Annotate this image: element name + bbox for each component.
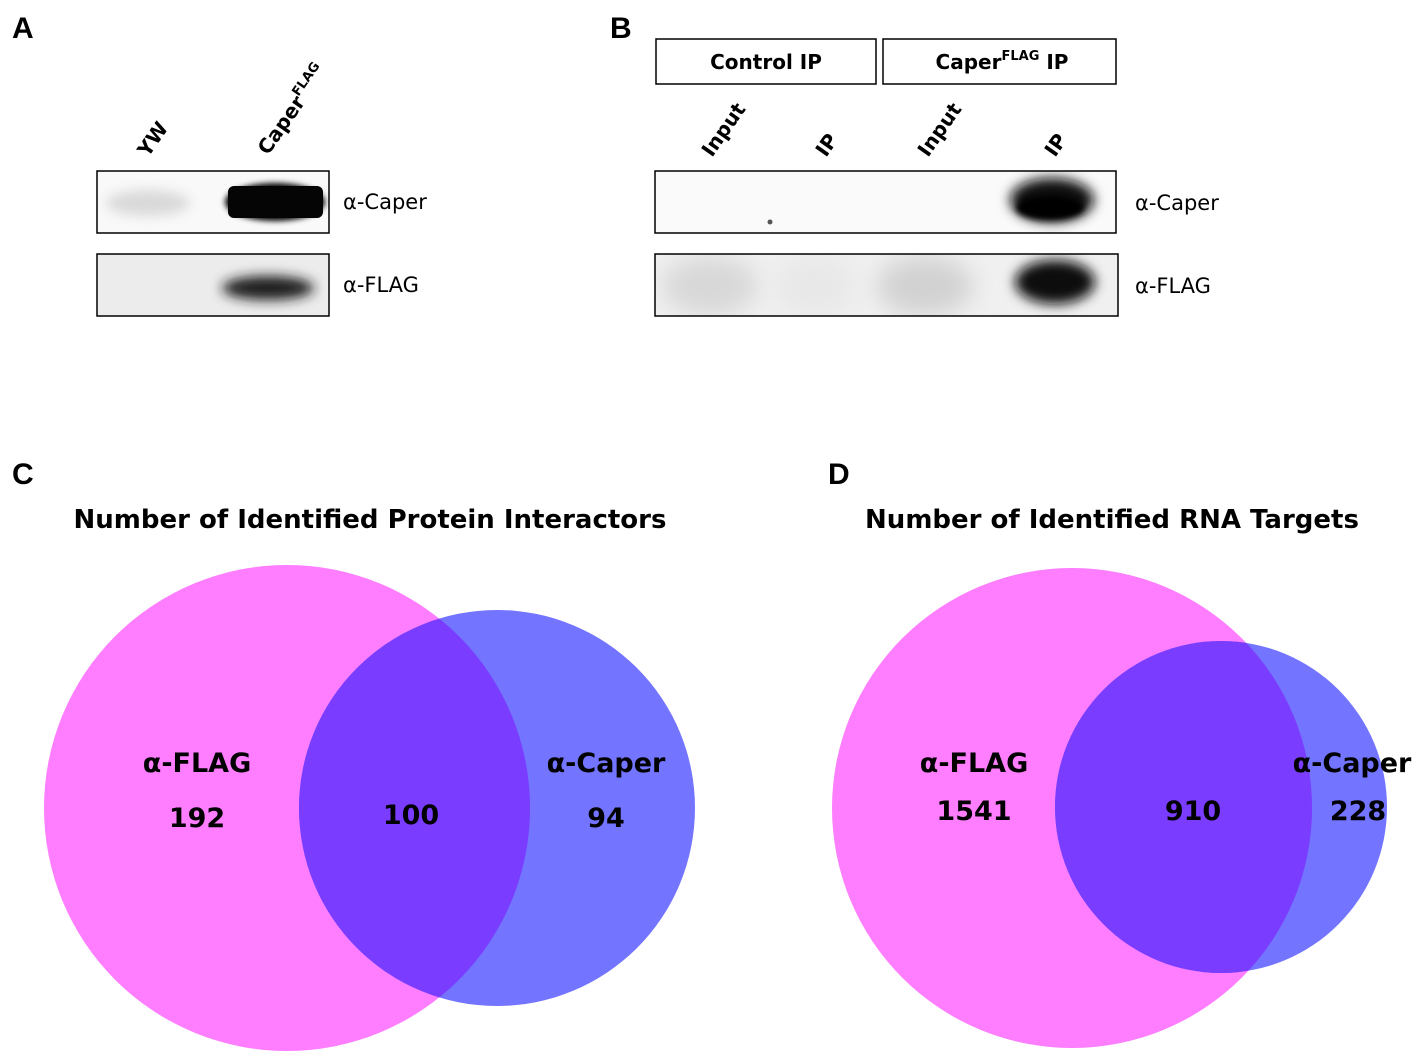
panel-d-left-label: α-FLAG: [920, 748, 1028, 779]
panel-a-lane-yw-text: YW: [132, 117, 173, 162]
panel-b-lane-1: Input: [696, 98, 750, 161]
panel-c-overlap: [299, 610, 530, 1006]
panel-b-lane-2: IP: [810, 129, 842, 161]
panel-d-right-value: 228: [1330, 796, 1386, 827]
panel-c-venn: [44, 565, 695, 1051]
panel-c-right-value: 94: [587, 803, 625, 834]
panel-c-left-value: 192: [169, 803, 225, 834]
panel-b-blot-caper-label: α-Caper: [1135, 191, 1219, 215]
panel-b-blot-flag-label: α-FLAG: [1135, 274, 1211, 298]
panel-c-title: Number of Identified Protein Interactors: [74, 505, 667, 535]
panel-c-letter: C: [12, 458, 34, 491]
panel-b-letter: B: [610, 12, 632, 45]
panel-a-blot-flag-label: α-FLAG: [343, 273, 419, 297]
panel-b-group-control-ip: Control IP: [655, 38, 877, 85]
panel-b-group-control-ip-label: Control IP: [710, 50, 822, 74]
panel-a-blot-caper: [96, 170, 330, 234]
panel-d-right-label: α-Caper: [1293, 748, 1412, 779]
panel-b-group-caper-tail: IP: [1039, 50, 1068, 74]
panel-a-blot-flag: [96, 253, 330, 317]
panel-d-letter: D: [828, 458, 850, 491]
panel-c-overlap-value: 100: [383, 800, 439, 831]
panel-a-lane-caper-sup: FLAG: [289, 59, 323, 99]
panel-b-group-caper-ip-label: CaperFLAG IP: [936, 49, 1069, 74]
panel-b-group-caper-ip: CaperFLAG IP: [882, 38, 1117, 85]
panel-b-blot-caper: [654, 170, 1117, 234]
panel-b-group-caper-sup: FLAG: [1001, 49, 1039, 64]
panel-b-group-control-text: Control IP: [710, 50, 822, 74]
panel-a-lane-caper: CaperFLAG: [252, 59, 332, 158]
panel-a-lane-yw: YW: [132, 117, 173, 162]
panel-b-lane-3: Input: [912, 98, 966, 161]
panel-b-group-caper-text: Caper: [936, 50, 1002, 74]
panel-d-overlap-value: 910: [1165, 796, 1221, 827]
panel-a-lane-caper-text: Caper: [252, 91, 310, 159]
panel-c-right-label: α-Caper: [547, 748, 666, 779]
panel-c-left-label: α-FLAG: [143, 748, 251, 779]
panel-b-blot-flag: [654, 253, 1119, 317]
panel-a-letter: A: [12, 12, 34, 45]
panel-d-venn: [832, 568, 1387, 1048]
panel-a-blot-caper-label: α-Caper: [343, 190, 427, 214]
panel-d-title: Number of Identified RNA Targets: [865, 505, 1359, 535]
panel-d-left-value: 1541: [936, 796, 1011, 827]
panel-b-lane-4: IP: [1039, 129, 1071, 161]
